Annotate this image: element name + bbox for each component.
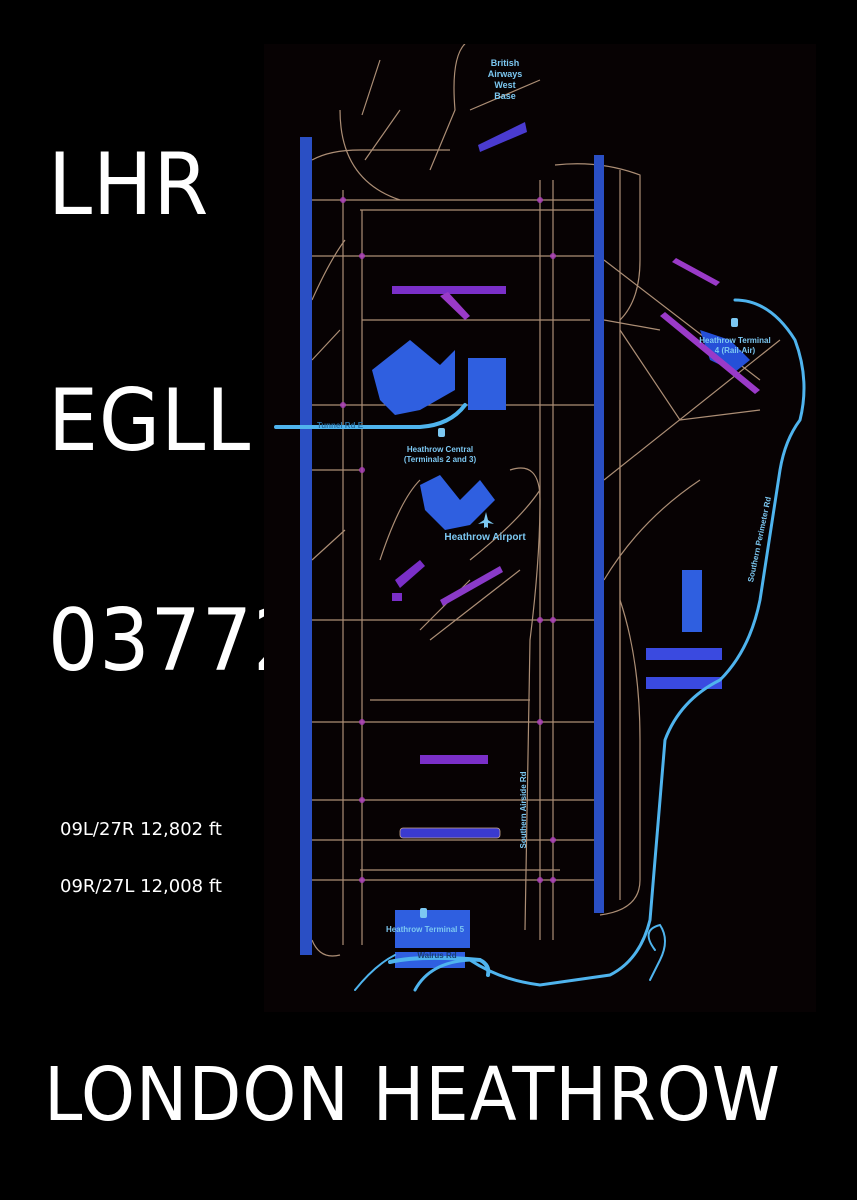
- southern-perimeter-road: [413, 298, 806, 992]
- iata-code: LHR: [48, 135, 210, 235]
- t4-pier: [660, 312, 760, 394]
- walrus-rd-label: Walrus Rd: [417, 951, 456, 960]
- terminal-4: [700, 330, 750, 372]
- train-icon: [438, 428, 445, 437]
- train-icon: [731, 318, 738, 327]
- runways: [300, 137, 604, 955]
- terminal-2-3: [372, 340, 455, 415]
- pier-south-west: [395, 560, 425, 588]
- taxiway-nodes: [340, 197, 556, 883]
- roads: [274, 298, 806, 992]
- cargo-3: [646, 677, 722, 689]
- airport-label: Heathrow Airport: [444, 532, 526, 543]
- walrus-road: [388, 955, 491, 977]
- ba-west-base: [478, 122, 527, 152]
- car-park-central: [468, 358, 506, 410]
- terminal-airport: [420, 475, 495, 530]
- icao-code: EGLL: [48, 371, 252, 471]
- pier-t5b: [399, 827, 501, 839]
- airside-rd-label: Southern Airside Rd: [519, 771, 528, 848]
- tunnel-rd-label: Tunnel Rd E: [317, 421, 364, 430]
- runway-2: 09R/27L 12,008 ft: [60, 876, 222, 897]
- runway-1: 09L/27R 12,802 ft: [60, 819, 222, 840]
- t5-label: Heathrow Terminal 5: [386, 925, 465, 934]
- pier-north: [392, 286, 506, 294]
- buildings: [372, 122, 760, 968]
- tunnel-road: [274, 403, 467, 429]
- t4-pier-north: [672, 258, 720, 286]
- airport-id: 03772: [48, 591, 305, 691]
- runway-north: [300, 137, 312, 955]
- pier-mid: [420, 755, 488, 764]
- pier-diag: [440, 292, 470, 320]
- train-station-icons: [420, 318, 738, 918]
- cargo-1: [682, 570, 702, 632]
- pier-south: [440, 566, 503, 606]
- airplane-icon: [478, 512, 494, 528]
- airport-title: LONDON HEATHROW: [44, 1052, 781, 1138]
- central-label: Heathrow Central(Terminals 2 and 3): [404, 445, 477, 464]
- cargo-2: [646, 648, 722, 660]
- train-icon: [420, 908, 427, 918]
- runway-south: [594, 155, 604, 913]
- terminal-5: [395, 910, 470, 948]
- taxiways: [311, 39, 781, 957]
